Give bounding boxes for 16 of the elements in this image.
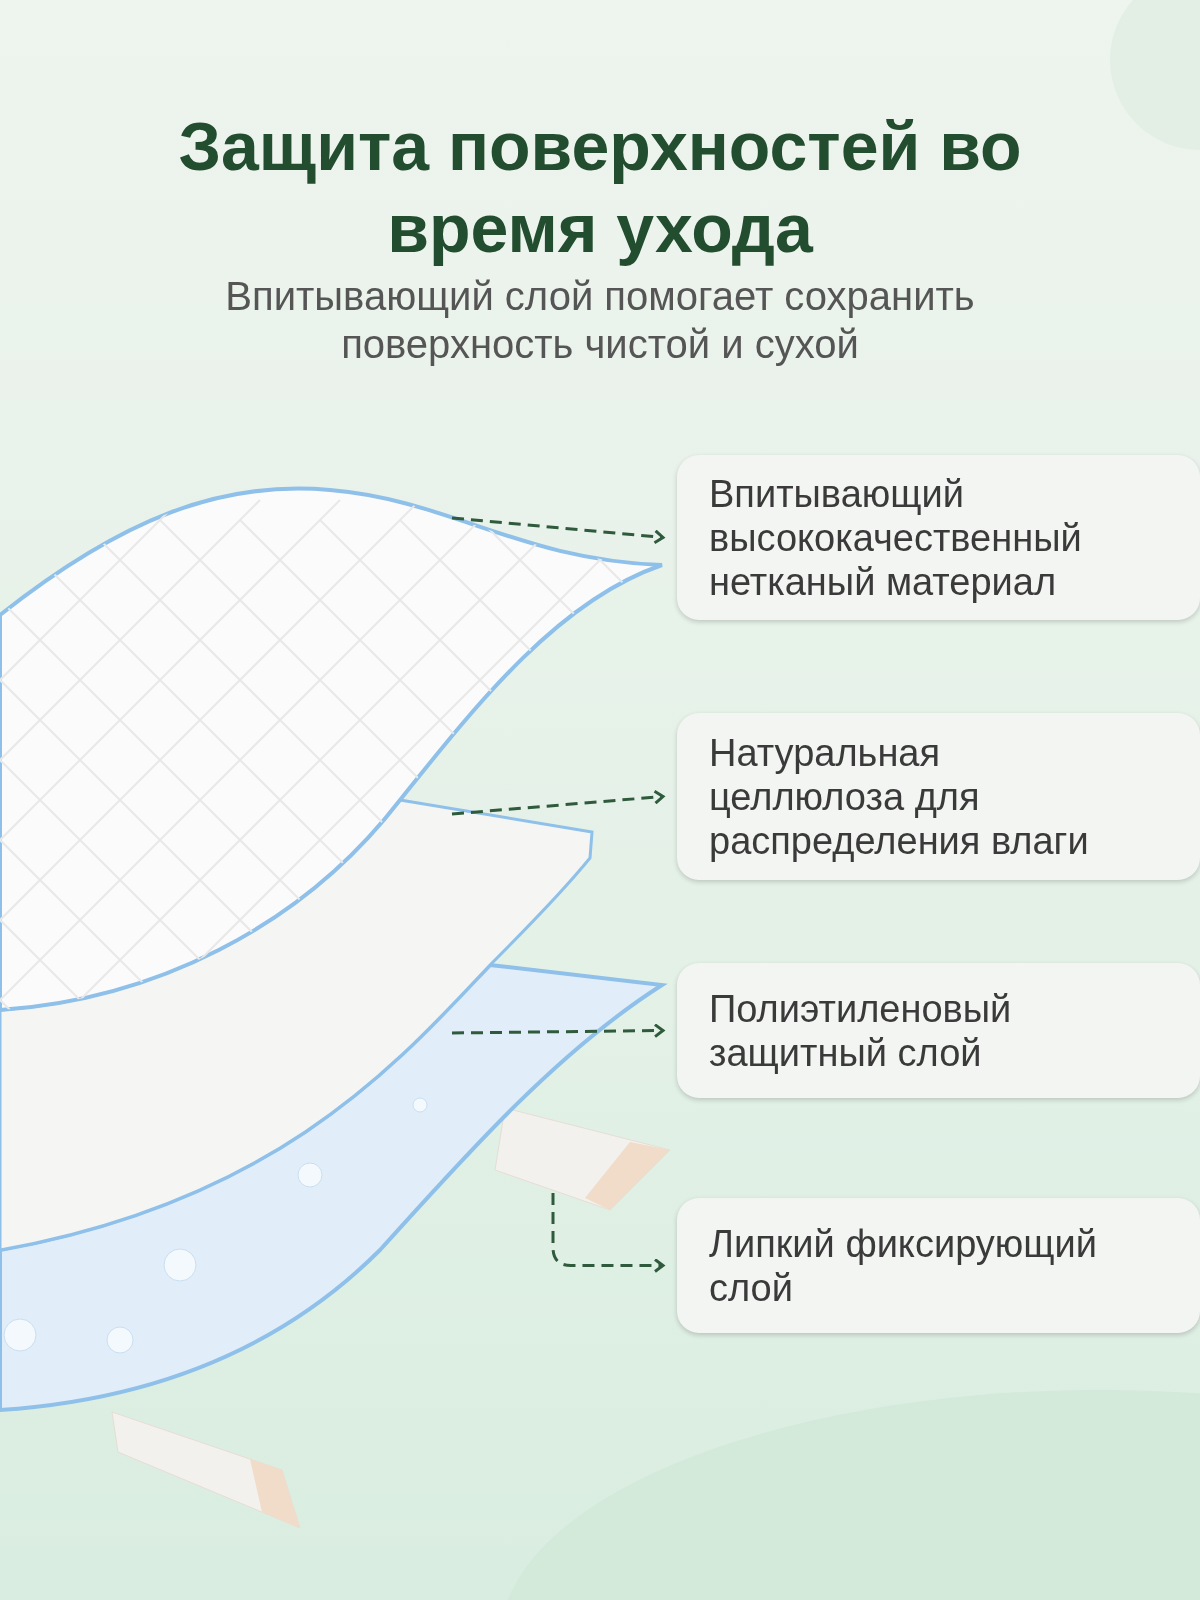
title: Защита поверхностей во время ухода [177,107,1023,268]
leader-arrow [451,789,665,816]
layer-label-card [677,1198,1200,1333]
layer-label-card [677,963,1200,1098]
layer-description: Впитывающий высококачественный нетканый материал [709,471,1083,604]
layer-label-card [677,713,1200,880]
leader-arrow [551,1193,665,1273]
pad-layer-drawing [494,1107,671,1211]
layer-description: Полиэтиленовый защитный слой [709,986,1013,1075]
leader-arrow [451,1023,665,1039]
subtitle: Впитывающий слой помогает сохранить поверхность чистой и сухой [224,273,976,368]
layer-label-card [677,455,1200,620]
pad-layer-drawing [0,798,594,1252]
layer-description: Липкий фиксирующий слой [709,1221,1099,1310]
layer-description: Натуральная целлюлоза для распределения влаги [709,730,1090,863]
leader-arrow [451,516,665,545]
